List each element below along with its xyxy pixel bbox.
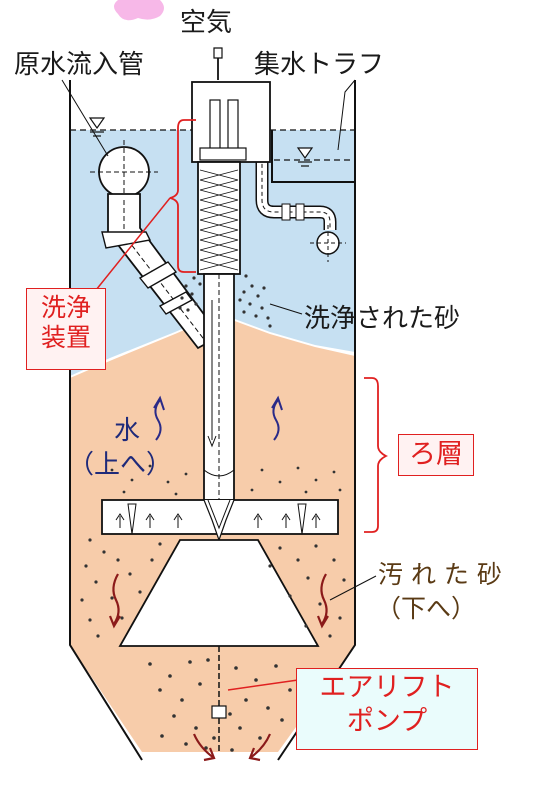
water-level-marker-left	[88, 117, 106, 137]
callout-airlift-line1: エアリフト	[319, 672, 455, 703]
water-level-marker-trough	[296, 147, 314, 167]
callout-washer-line1: 洗浄	[40, 293, 91, 322]
cloud-decoration	[114, 0, 164, 21]
callout-washer: 洗浄 装置	[26, 288, 106, 370]
callout-filter-layer-text: ろ層	[409, 439, 463, 470]
filter-sand-dots	[80, 464, 346, 752]
callout-airlift-line2: ポンプ	[346, 705, 428, 737]
airlift-leader	[227, 679, 299, 691]
collection-trough	[271, 130, 355, 183]
callout-filter-layer: ろ層	[398, 434, 474, 476]
washer-tower	[191, 47, 271, 501]
callout-washer-line2: 装置	[40, 323, 91, 352]
label-washed-sand: 洗浄された砂	[304, 304, 461, 334]
label-collection-trough: 集水トラフ	[254, 50, 385, 80]
label-water-up: （上へ）	[68, 450, 173, 480]
inlet-coupling	[101, 231, 152, 249]
inlet-leader	[61, 79, 109, 157]
label-dirty-sand-down: （下へ）	[376, 594, 477, 623]
washed-sand-dots	[178, 274, 272, 328]
distribution-manifold	[101, 499, 339, 542]
label-water: 水	[114, 416, 141, 446]
label-dirty-sand: 汚 れ た 砂	[378, 560, 502, 589]
dirty-sand-leader	[329, 575, 377, 601]
trough-leader	[337, 79, 356, 151]
dirty-sand-squiggles	[108, 573, 329, 762]
filter-layer-bracket	[364, 377, 389, 533]
washer-leader	[95, 197, 171, 291]
trough-water	[274, 160, 353, 181]
washed-sand-leader	[269, 303, 303, 315]
airlift-pipe	[211, 646, 227, 752]
callout-airlift-pump: エアリフト ポンプ	[296, 668, 478, 750]
label-air: 空気	[180, 8, 233, 38]
label-inlet-pipe: 原水流入管	[14, 50, 145, 80]
water-flow-squiggles	[153, 395, 283, 441]
